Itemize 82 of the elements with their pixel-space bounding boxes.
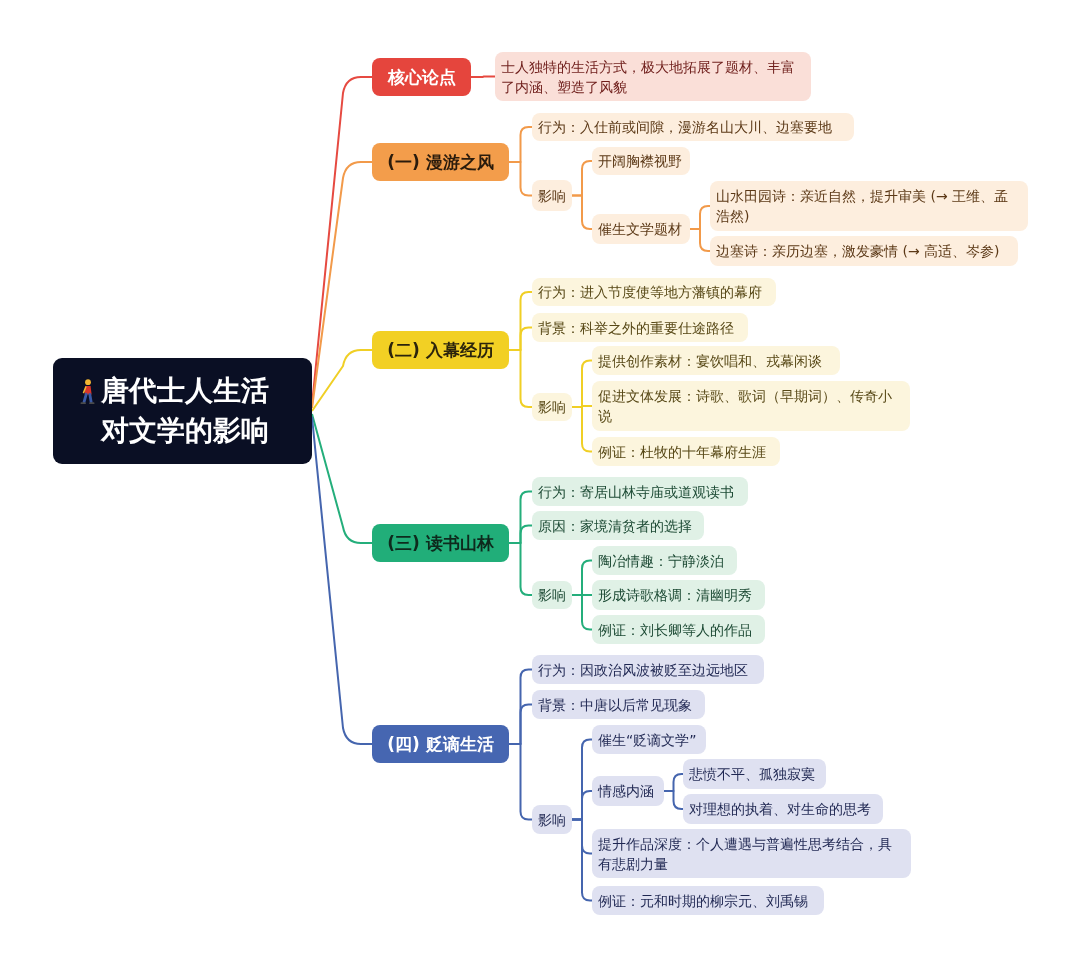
topic-text: 影响 (537, 398, 567, 417)
topic-text: 促进文体发展：诗歌、歌词（早期词）、传奇小说 (597, 387, 893, 426)
topic-node (532, 581, 572, 609)
topic-text: 士人独特的生活方式，极大地拓展了题材、丰富了内涵、塑造了风貌 (500, 57, 796, 97)
topic-node (683, 794, 883, 824)
topic-text: 陶冶情趣：宁静淡泊 (597, 551, 725, 571)
branch-node (372, 725, 509, 763)
topic-text: 悲愤不平、孤独寂寞 (688, 765, 816, 784)
topic-text: 对理想的执着、对生命的思考 (688, 800, 872, 819)
topic-node (592, 886, 824, 915)
topic-text: 行为：进入节度使等地方藩镇的幕府 (537, 283, 763, 302)
topic-node (592, 214, 690, 244)
topic-node (532, 278, 776, 306)
topic-node (495, 52, 811, 101)
topic-text: 背景：科举之外的重要仕途路径 (537, 318, 735, 338)
topic-text: 提升作品深度：个人遭遇与普遍性思考结合，具有悲剧力量 (597, 834, 893, 874)
topic-text: 原因：家境清贫者的选择 (537, 516, 693, 536)
connector-line (663, 790, 684, 810)
topic-node (592, 346, 840, 375)
topic-text: 行为：入仕前或间隙，漫游名山大川、边塞要地 (537, 118, 833, 137)
connector-line (508, 743, 533, 821)
topic-text: 提供创作素材：宴饮唱和、戎幕闲谈 (597, 351, 823, 371)
topic-text: 行为：因政治风波被贬至边远地区 (537, 660, 749, 680)
topic-text: 形成诗歌格调：清幽明秀 (597, 586, 753, 605)
branch-title: (一) 漫游之风 (387, 151, 494, 173)
root-node (53, 358, 312, 464)
topic-node (683, 759, 826, 789)
connector-line (689, 228, 711, 252)
topic-text: 催生“贬谪文学” (597, 730, 698, 750)
connector-line (508, 542, 533, 596)
connector-line (311, 349, 373, 412)
topic-text: 例证：元和时期的柳宗元、刘禹锡 (597, 891, 809, 911)
topic-node (532, 393, 572, 421)
topic-node (592, 437, 780, 466)
connector-line (571, 594, 593, 631)
connector-line (508, 161, 533, 197)
topic-node (592, 725, 706, 754)
branch-node (372, 58, 471, 96)
topic-node (532, 690, 705, 719)
topic-node (532, 477, 748, 506)
topic-node (592, 829, 911, 878)
topic-text: 例证：杜牧的十年幕府生涯 (597, 442, 767, 462)
topic-node (592, 147, 690, 175)
topic-text: 催生文学题材 (597, 220, 683, 239)
branch-title: (四) 贬谪生活 (387, 733, 494, 755)
topic-text: 行为：寄居山林寺庙或道观读书 (537, 482, 735, 502)
topic-node (532, 655, 764, 684)
root-title: 唐代士人生活对文学的影响 (99, 373, 270, 449)
branch-title: 核心论点 (387, 66, 456, 88)
connector-line (311, 416, 373, 745)
branch-title: (三) 读书山林 (387, 532, 494, 554)
topic-node (592, 381, 910, 431)
topic-node (710, 181, 1028, 231)
topic-text: 山水田园诗：亲近自然，提升审美 (→ 王维、孟浩然) (715, 187, 1010, 226)
connector-line (571, 194, 593, 230)
branch-node (372, 524, 509, 562)
connector-line (571, 406, 593, 453)
topic-node (532, 511, 704, 540)
topic-node (592, 580, 765, 610)
topic-text: 背景：中唐以后常见现象 (537, 695, 693, 715)
topic-node (592, 776, 664, 806)
topic-text: 影响 (537, 186, 567, 206)
branch-node (372, 143, 509, 181)
topic-text: 开阔胸襟视野 (597, 152, 683, 171)
topic-node (532, 805, 572, 834)
topic-node (532, 180, 572, 211)
topic-text: 例证：刘长卿等人的作品 (597, 620, 753, 640)
topic-node (592, 546, 737, 575)
topic-text: 影响 (537, 586, 567, 605)
connector-line (508, 349, 533, 408)
branch-node (372, 331, 509, 369)
connector-line (311, 413, 373, 544)
topic-node (592, 615, 765, 644)
connector-line (470, 75, 496, 78)
topic-node (532, 313, 748, 342)
topic-node (710, 236, 1018, 266)
branch-title: (二) 入幕经历 (387, 339, 494, 361)
topic-text: 情感内涵 (596, 782, 655, 801)
topic-text: 边塞诗：亲历边塞，激发豪情 (→ 高适、岑参) (715, 242, 1001, 261)
connector-line (311, 161, 373, 409)
topic-node (532, 113, 854, 141)
topic-text: 影响 (537, 810, 567, 830)
